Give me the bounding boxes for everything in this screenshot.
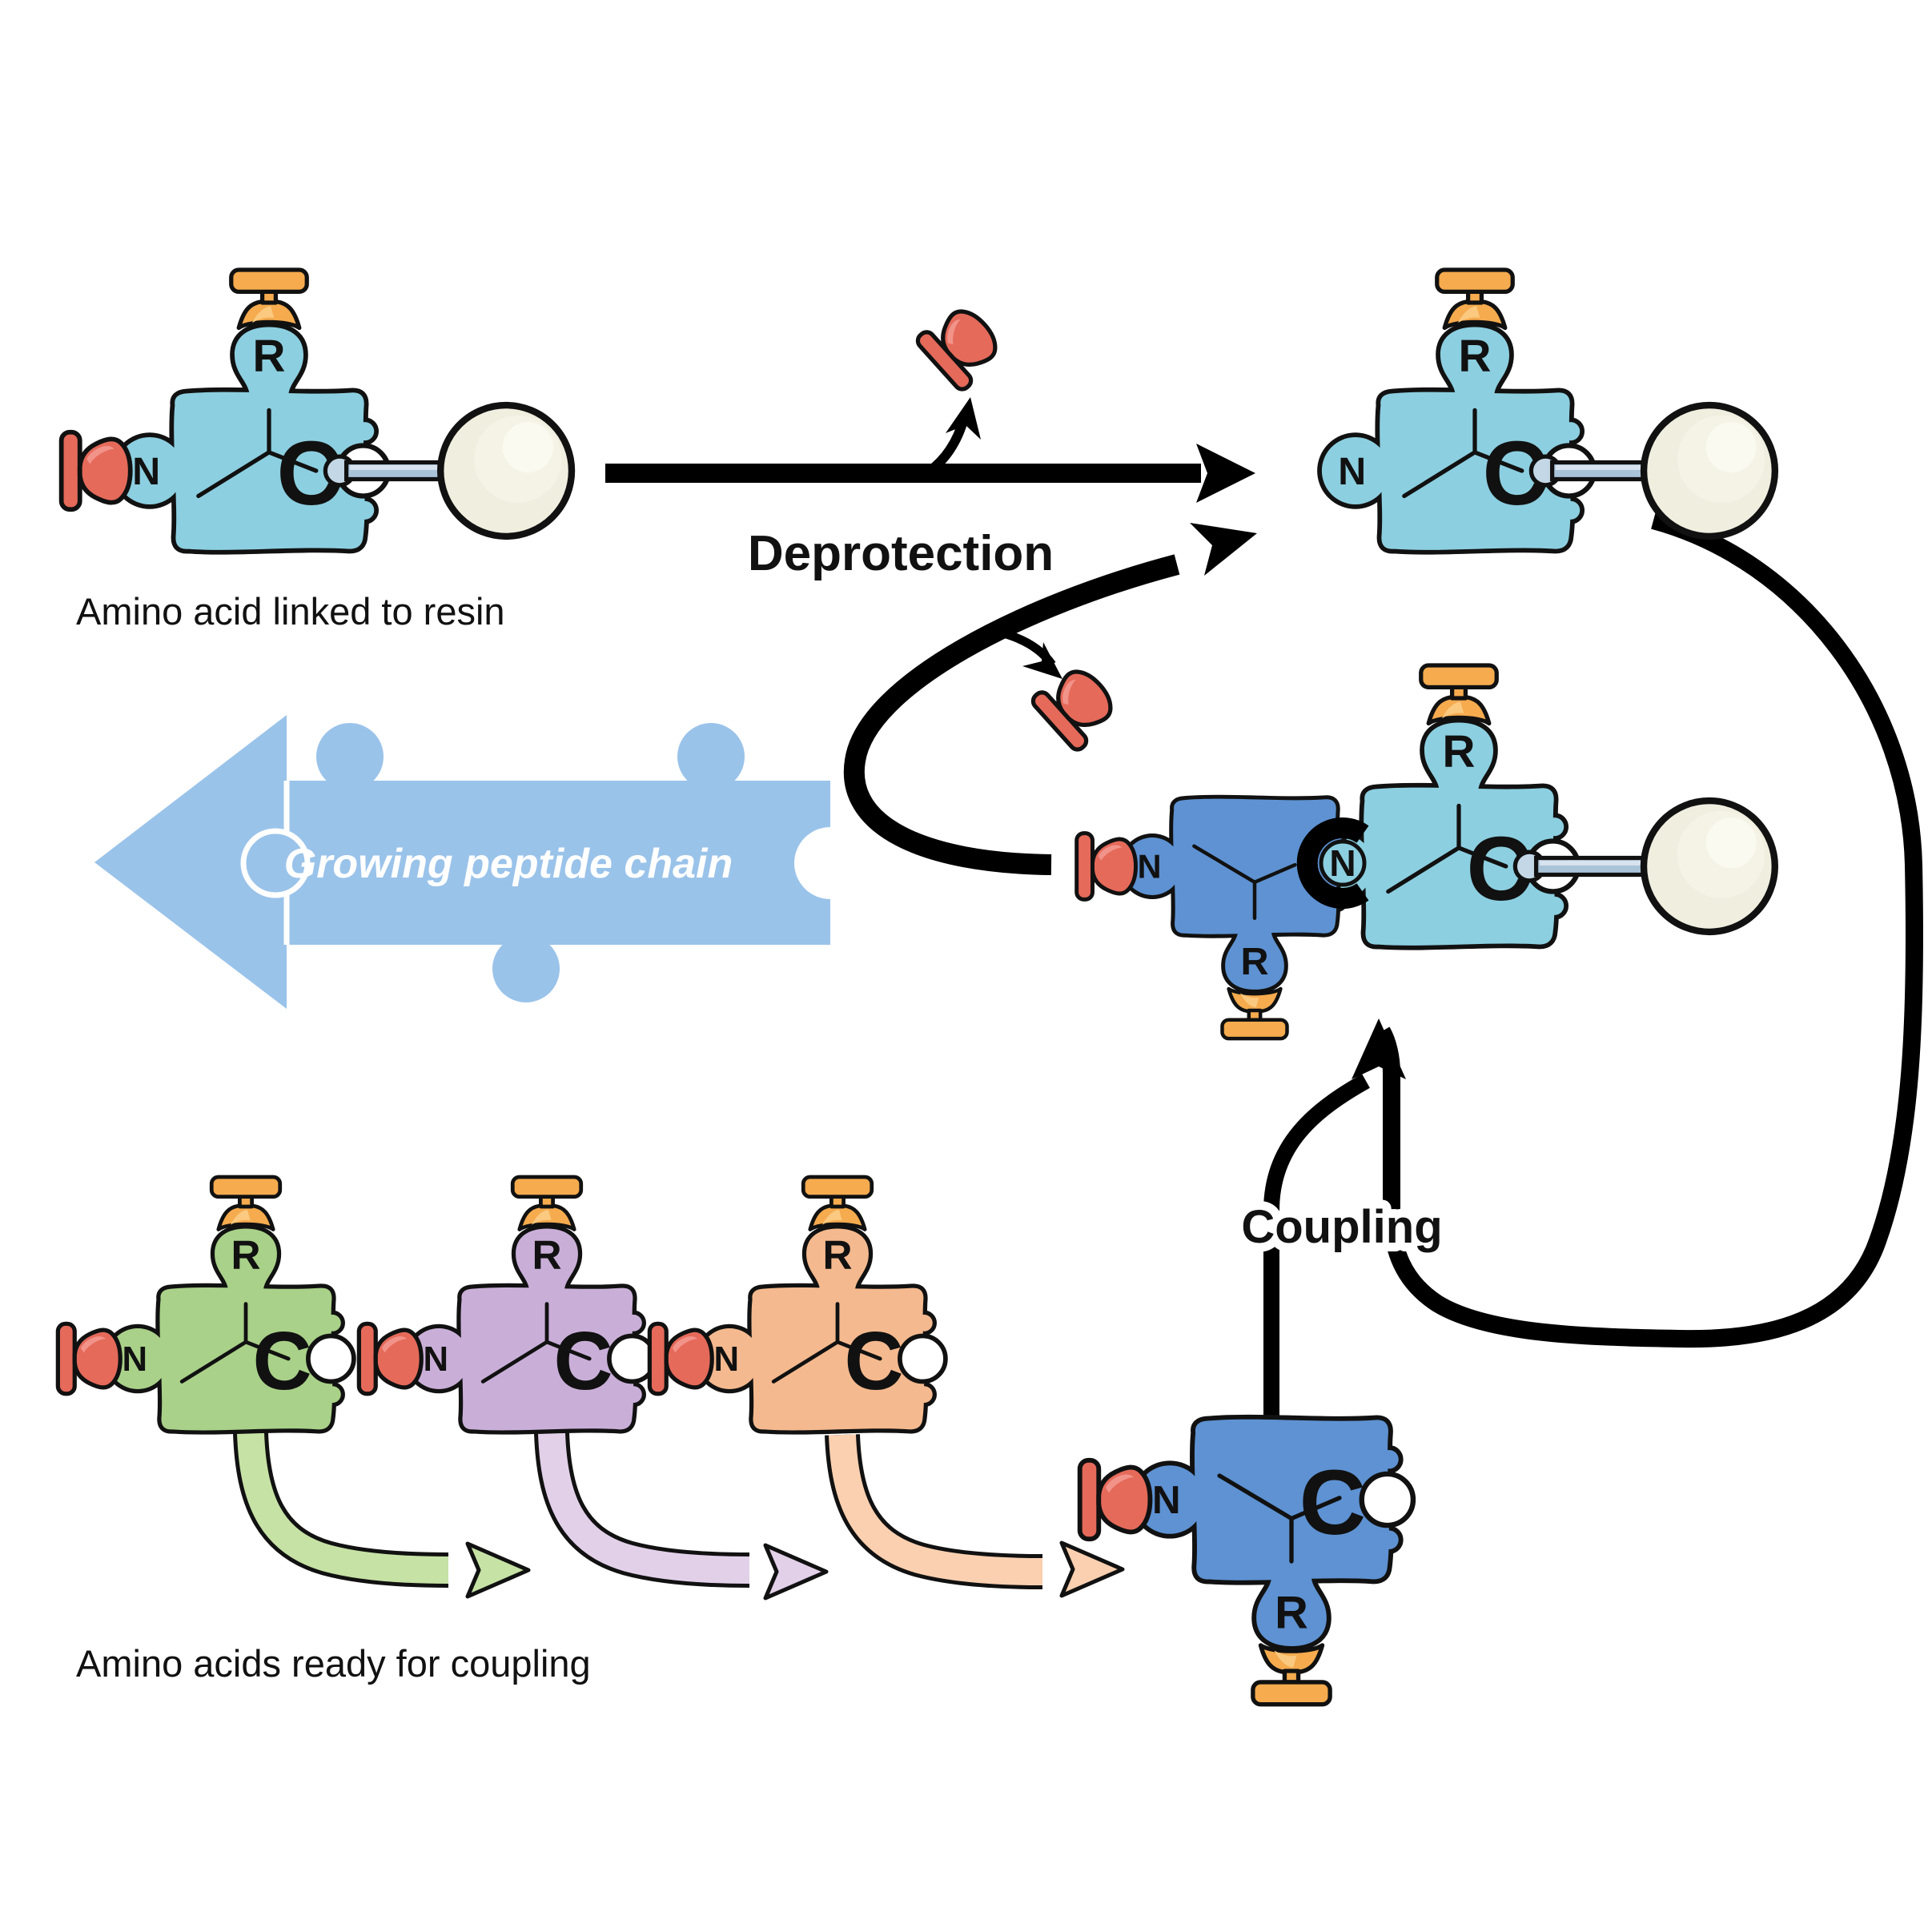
side-chain-protecting-group-icon bbox=[512, 1177, 581, 1230]
n-protecting-group-icon bbox=[1077, 833, 1136, 900]
c-terminus-label: C bbox=[845, 1315, 904, 1407]
coupling-arrow bbox=[1263, 512, 1924, 1417]
growing-chain-label: Growing peptide chain bbox=[284, 841, 733, 887]
resin-bead-icon bbox=[1644, 405, 1775, 536]
resin-bead-icon bbox=[440, 405, 572, 536]
dipeptide-resin-piece: C R bbox=[1306, 665, 1775, 946]
n-terminus-label: N bbox=[1138, 848, 1162, 885]
puzzle-knob-icon bbox=[677, 723, 745, 790]
side-chain-label: R bbox=[253, 331, 286, 382]
side-chain-label: R bbox=[1443, 727, 1476, 777]
resin-return-loop-arrow bbox=[1374, 512, 1924, 1348]
side-chain-label: R bbox=[1240, 940, 1268, 983]
puzzle-seam-knob-icon bbox=[240, 828, 311, 898]
side-chain-protecting-group-icon bbox=[803, 1177, 872, 1230]
incoming-amino-acid-coupled-piece: R N bbox=[1077, 799, 1345, 1038]
side-chain-label: R bbox=[532, 1232, 561, 1278]
c-terminus-label: C bbox=[1482, 423, 1548, 524]
puzzle-socket-icon bbox=[794, 827, 866, 899]
green-amino-acid-piece: C R N bbox=[58, 1177, 356, 1430]
side-chain-protecting-group-icon bbox=[211, 1177, 280, 1230]
c-terminus-label: C bbox=[1466, 818, 1532, 920]
n-terminus-label: N bbox=[132, 450, 160, 493]
orange-amino-acid-piece: C R N bbox=[649, 1177, 948, 1430]
growing-peptide-chain-arrow: Growing peptide chain bbox=[94, 715, 866, 1009]
n-protecting-group-icon bbox=[1080, 1460, 1151, 1539]
c-terminus-label: C bbox=[554, 1315, 613, 1407]
n-terminus-label: N bbox=[123, 1340, 148, 1379]
puzzle-knob-icon bbox=[316, 723, 384, 790]
side-chain-protecting-group-icon bbox=[1437, 270, 1513, 327]
peach-feed-arrow bbox=[825, 1434, 1125, 1598]
deprotection-arrowhead-icon bbox=[1196, 444, 1255, 503]
side-chain-protecting-group-icon bbox=[1223, 989, 1287, 1038]
side-chain-label: R bbox=[1459, 331, 1492, 382]
released-protecting-group-icon bbox=[915, 299, 1008, 392]
caption-amino-acid-linked: Amino acid linked to resin bbox=[76, 590, 505, 633]
bonded-n-terminus-label: N bbox=[1329, 842, 1356, 884]
c-terminus-label: C bbox=[276, 423, 342, 524]
leaving-group-branch-arrow-middle bbox=[1002, 629, 1062, 679]
puzzle-knob-icon bbox=[492, 935, 560, 1002]
peptide-bond-clamp-icon bbox=[1296, 817, 1369, 909]
purple-feed-arrow bbox=[534, 1432, 829, 1601]
peptide-bond-junction: N bbox=[1296, 817, 1369, 909]
free-n-terminus-label: N bbox=[1338, 450, 1366, 493]
side-chain-protecting-group-icon bbox=[1253, 1645, 1330, 1705]
n-terminus-label: N bbox=[424, 1340, 449, 1379]
amino-acid-linked-piece: C R N bbox=[62, 270, 572, 550]
deprotection-step-label: Deprotection bbox=[748, 526, 1054, 581]
green-feed-arrow bbox=[233, 1432, 531, 1599]
n-protecting-group-icon bbox=[649, 1323, 712, 1393]
side-chain-protecting-group-icon bbox=[1421, 665, 1497, 723]
coupling-arrowhead-icon bbox=[1352, 1018, 1406, 1079]
side-chain-label: R bbox=[822, 1232, 852, 1278]
deprotected-amino-acid-piece: C R N bbox=[1322, 270, 1775, 550]
n-protecting-group-icon bbox=[62, 432, 131, 510]
side-chain-label: R bbox=[1275, 1588, 1308, 1639]
recycle-deprotection-arrow bbox=[843, 523, 1257, 875]
n-protecting-group-icon bbox=[359, 1323, 421, 1393]
deprotection-arrow bbox=[605, 444, 1255, 503]
n-protecting-group-icon bbox=[58, 1323, 120, 1393]
c-terminus-label: C bbox=[253, 1315, 312, 1407]
n-terminus-label: N bbox=[1152, 1478, 1181, 1522]
side-chain-label: R bbox=[231, 1232, 260, 1278]
side-chain-protecting-group-icon bbox=[231, 270, 307, 327]
c-terminus-label: C bbox=[1299, 1451, 1366, 1554]
leaving-group-branch-arrow-top bbox=[926, 397, 981, 476]
n-terminus-label: N bbox=[714, 1340, 740, 1379]
activated-amino-acid-piece: C R N bbox=[1080, 1420, 1416, 1705]
recycle-arrowhead-icon bbox=[1190, 523, 1257, 576]
resin-bead-icon bbox=[1644, 801, 1775, 932]
coupling-step-label: Coupling bbox=[1241, 1201, 1442, 1253]
purple-amino-acid-piece: C R N bbox=[359, 1177, 657, 1430]
caption-amino-acids-ready: Amino acids ready for coupling bbox=[76, 1642, 591, 1685]
